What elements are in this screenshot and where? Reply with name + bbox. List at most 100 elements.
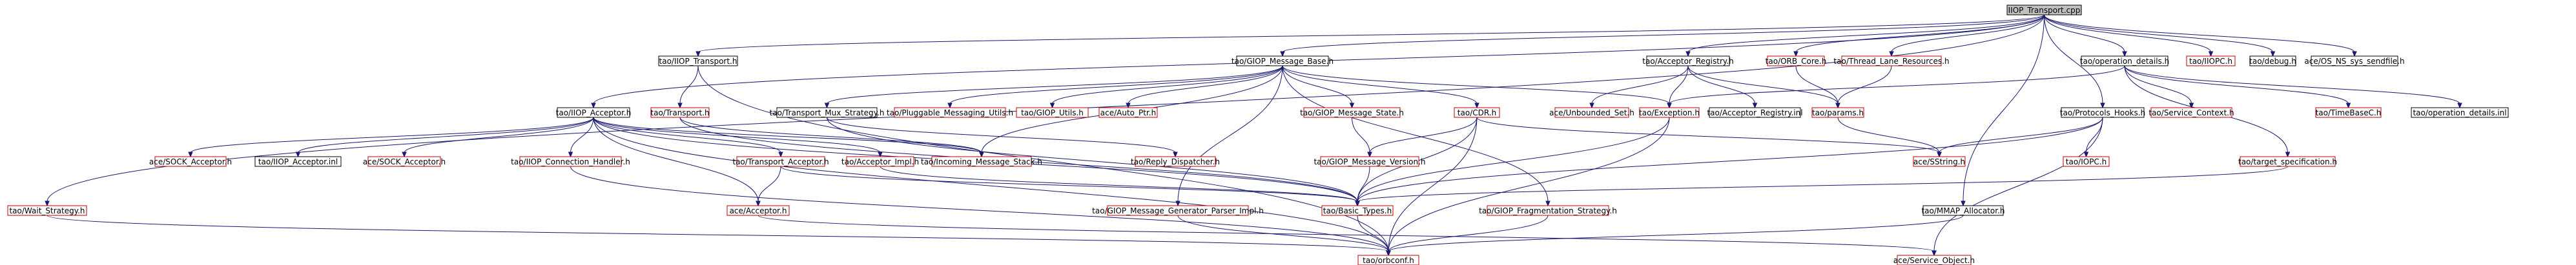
node-label: tao/Exception.h: [1639, 108, 1700, 117]
node-label: tao/Transport_Mux_Strategy.h: [770, 108, 885, 117]
node-label: tao/TimeBaseC.h: [2316, 108, 2382, 117]
edge-acc_impl-to-basic_types: [880, 166, 1360, 207]
edge-iiop_acc-to-sock_acc2: [402, 117, 594, 158]
node-label: IIOP_Transport.cpp: [2008, 6, 2081, 15]
node-label: tao/GIOP_Message_Generator_Parser_Impl.h: [1092, 206, 1264, 215]
node-label: tao/operation_details.h: [2080, 57, 2169, 66]
node-label: tao/orbconf.h: [1363, 256, 1414, 265]
node-pluggable[interactable]: tao/Pluggable_Messaging_Utils.h: [887, 107, 1013, 118]
node-params[interactable]: tao/params.h: [1811, 107, 1864, 118]
edge-root-to-debug: [2044, 14, 2276, 57]
node-sock_acc[interactable]: ace/SOCK_Acceptor.h: [149, 156, 232, 167]
node-label: tao/ORB_Core.h: [1766, 57, 1827, 66]
node-orb_core[interactable]: tao/ORB_Core.h: [1766, 55, 1827, 66]
node-iiop_acc[interactable]: tao/IIOP_Acceptor.h: [556, 107, 632, 118]
node-giop_utils[interactable]: tao/GIOP_Utils.h: [1016, 107, 1089, 118]
node-giop_mb[interactable]: tao/GIOP_Message_Base.h: [1231, 55, 1334, 66]
node-iopc[interactable]: tao/IOPC.h: [2063, 156, 2110, 167]
node-op_inl[interactable]: tao/operation_details.inl: [2411, 107, 2509, 118]
edge-root-to-giop_mb: [1280, 14, 2045, 57]
edge-giop_state-to-giop_ver: [1352, 117, 1372, 158]
node-iiop_transport_h[interactable]: tao/IIOP_Transport.h: [658, 55, 738, 66]
node-giop_state[interactable]: tao/GIOP_Message_State.h: [1300, 107, 1404, 118]
edge-transport-to-incoming: [679, 117, 984, 158]
node-label: tao/Acceptor_Impl.h: [841, 157, 919, 166]
edge-frag-to-orbconf: [1386, 215, 1549, 257]
node-label: tao/Reply_Dispatcher.h: [1131, 157, 1220, 166]
edge-ace_acceptor-to-svc_obj: [757, 215, 1937, 257]
edge-giop_mb-to-auto_ptr: [1126, 65, 1283, 109]
edge-iiop_acc-to-incoming: [593, 117, 984, 158]
node-label: tao/target_specification.h: [2238, 157, 2337, 166]
node-ace_acceptor[interactable]: ace/Acceptor.h: [726, 205, 790, 216]
node-svc_ctx[interactable]: tao/Service_Context.h: [2148, 107, 2234, 118]
node-label: tao/GIOP_Message_Base.h: [1231, 57, 1334, 66]
edge-root-to-mmap: [1961, 14, 2045, 207]
node-mmap[interactable]: tao/MMAP_Allocator.h: [1921, 205, 2005, 216]
node-orbconf[interactable]: tao/orbconf.h: [1357, 255, 1419, 265]
node-label: tao/GIOP_Message_Version.h: [1314, 157, 1425, 166]
node-tmux[interactable]: tao/Transport_Mux_Strategy.h: [770, 107, 885, 118]
node-acc_reg[interactable]: tao/Acceptor_Registry.h: [1642, 55, 1734, 66]
edge-op_details-to-exception: [1667, 65, 2125, 109]
edge-root-to-protocols: [2044, 14, 2105, 109]
node-label: tao/Thread_Lane_Resources.h: [1833, 57, 1949, 66]
edge-protocols-to-svc_obj: [1932, 117, 2103, 257]
node-transport[interactable]: tao/Transport.h: [650, 107, 710, 118]
node-label: ace/Unbounded_Set.h: [1549, 108, 1634, 117]
node-tacc[interactable]: tao/Transport_Acceptor.h: [732, 156, 829, 167]
node-iiopc[interactable]: tao/IIOPC.h: [2186, 55, 2236, 66]
node-label: ace/SOCK_Acceptor.h: [149, 157, 232, 166]
edge-root-to-acc_reg: [1685, 14, 2045, 57]
node-label: tao/IIOP_Transport.h: [659, 57, 737, 66]
node-auto_ptr[interactable]: ace/Auto_Ptr.h: [1098, 107, 1158, 118]
node-protocols[interactable]: tao/Protocols_Hooks.h: [2060, 107, 2145, 118]
node-basic_types[interactable]: tao/Basic_Types.h: [1321, 205, 1394, 216]
edge-giop_mb-to-gen_parser: [1175, 65, 1283, 207]
edge-giop_mb-to-frag: [1282, 65, 1551, 207]
edge-op_details-to-svc_ctx: [2124, 65, 2194, 109]
edge-giop_mb-to-cdr: [1282, 65, 1479, 109]
node-label: tao/Transport_Acceptor.h: [732, 157, 829, 166]
node-label: ace/Acceptor.h: [730, 206, 787, 215]
node-wait[interactable]: tao/Wait_Strategy.h: [7, 205, 87, 216]
node-label: tao/CDR.h: [1458, 108, 1496, 117]
edge-giop_mb-to-giop_state: [1282, 65, 1355, 109]
node-acc_reg_inl[interactable]: tao/Acceptor_Registry.inl: [1707, 107, 1803, 118]
node-gen_parser[interactable]: tao/GIOP_Message_Generator_Parser_Impl.h: [1092, 205, 1264, 216]
node-target_spec[interactable]: tao/target_specification.h: [2238, 156, 2337, 167]
node-thread_lane[interactable]: tao/Thread_Lane_Resources.h: [1833, 55, 1950, 66]
node-exception[interactable]: tao/Exception.h: [1639, 107, 1700, 118]
node-debug[interactable]: tao/debug.h: [2249, 55, 2296, 66]
node-reply_disp[interactable]: tao/Reply_Dispatcher.h: [1131, 156, 1220, 167]
node-root[interactable]: IIOP_Transport.cpp: [2006, 5, 2082, 15]
node-sstring[interactable]: ace/SString.h: [1913, 156, 1966, 167]
node-label: tao/Incoming_Message_Stack.h: [921, 157, 1042, 166]
node-label: tao/Transport.h: [650, 108, 709, 117]
node-os_ns[interactable]: ace/OS_NS_sys_sendfile.h: [2304, 55, 2405, 66]
edge-giop_mb-to-tmux: [824, 65, 1283, 109]
node-unbounded[interactable]: ace/Unbounded_Set.h: [1549, 107, 1634, 118]
edge-exception-to-orbconf: [1386, 117, 1670, 257]
node-label: tao/Wait_Strategy.h: [9, 206, 85, 215]
node-sock_acc2[interactable]: ace/SOCK_Acceptor.h: [363, 156, 446, 167]
node-label: tao/IIOP_Connection_Handler.h: [511, 157, 630, 166]
node-svc_obj[interactable]: ace/Service_Object.h: [1893, 255, 1975, 265]
node-label: tao/IIOP_Acceptor.h: [556, 108, 632, 117]
node-giop_ver[interactable]: tao/GIOP_Message_Version.h: [1314, 156, 1426, 167]
edge-tacc-to-basic_types: [780, 166, 1360, 207]
node-timebase[interactable]: tao/TimeBaseC.h: [2315, 107, 2382, 118]
node-op_details[interactable]: tao/operation_details.h: [2080, 55, 2169, 66]
edge-thread_lane-to-params: [1835, 65, 1892, 109]
node-incoming[interactable]: tao/Incoming_Message_Stack.h: [921, 156, 1042, 167]
node-iiop_acc_inl[interactable]: tao/IIOP_Acceptor.inl: [254, 156, 342, 167]
edge-iiop_transport_h-to-transport: [677, 65, 699, 109]
node-frag[interactable]: tao/GIOP_Fragmentation_Strategy.h: [1479, 205, 1617, 216]
node-label: ace/SString.h: [1913, 157, 1965, 166]
edge-iiop_acc-to-tacc: [593, 117, 783, 158]
node-label: tao/GIOP_Fragmentation_Strategy.h: [1479, 206, 1617, 215]
node-conn_handler[interactable]: tao/IIOP_Connection_Handler.h: [511, 156, 630, 167]
node-cdr[interactable]: tao/CDR.h: [1454, 107, 1500, 118]
node-acc_impl[interactable]: tao/Acceptor_Impl.h: [841, 156, 919, 167]
